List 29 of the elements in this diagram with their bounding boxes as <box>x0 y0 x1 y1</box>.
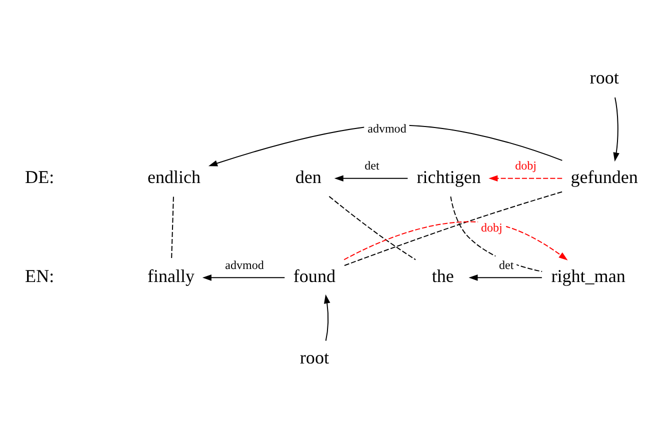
node-text: found <box>293 266 336 286</box>
arrow <box>488 175 562 182</box>
node-text: root <box>300 347 329 368</box>
arrow <box>613 97 620 162</box>
node-text: root <box>590 67 619 88</box>
edge-label: advmod <box>225 258 264 272</box>
edge-label: dobj <box>480 220 502 235</box>
arrow <box>344 221 568 260</box>
node-text: richtigen <box>416 166 481 187</box>
label: EN: <box>25 266 54 286</box>
connector <box>344 191 562 266</box>
edge-label: det <box>364 158 380 172</box>
node-text: den <box>295 166 322 187</box>
node-text: endlich <box>147 166 201 187</box>
node-text: finally <box>147 266 195 286</box>
arrow <box>468 274 542 281</box>
node-text: the <box>432 266 454 286</box>
connector <box>450 196 542 272</box>
edge-label: dobj <box>515 158 536 172</box>
arrow <box>202 274 285 281</box>
arrow <box>334 175 408 182</box>
edge-label: det <box>499 258 514 272</box>
label: DE: <box>25 166 54 187</box>
connector <box>328 196 416 260</box>
connector <box>171 196 174 260</box>
node-text: right_man <box>551 266 626 286</box>
edge-label: advmod <box>368 121 406 136</box>
arrow <box>324 294 330 341</box>
node-text: gefunden <box>570 166 638 187</box>
